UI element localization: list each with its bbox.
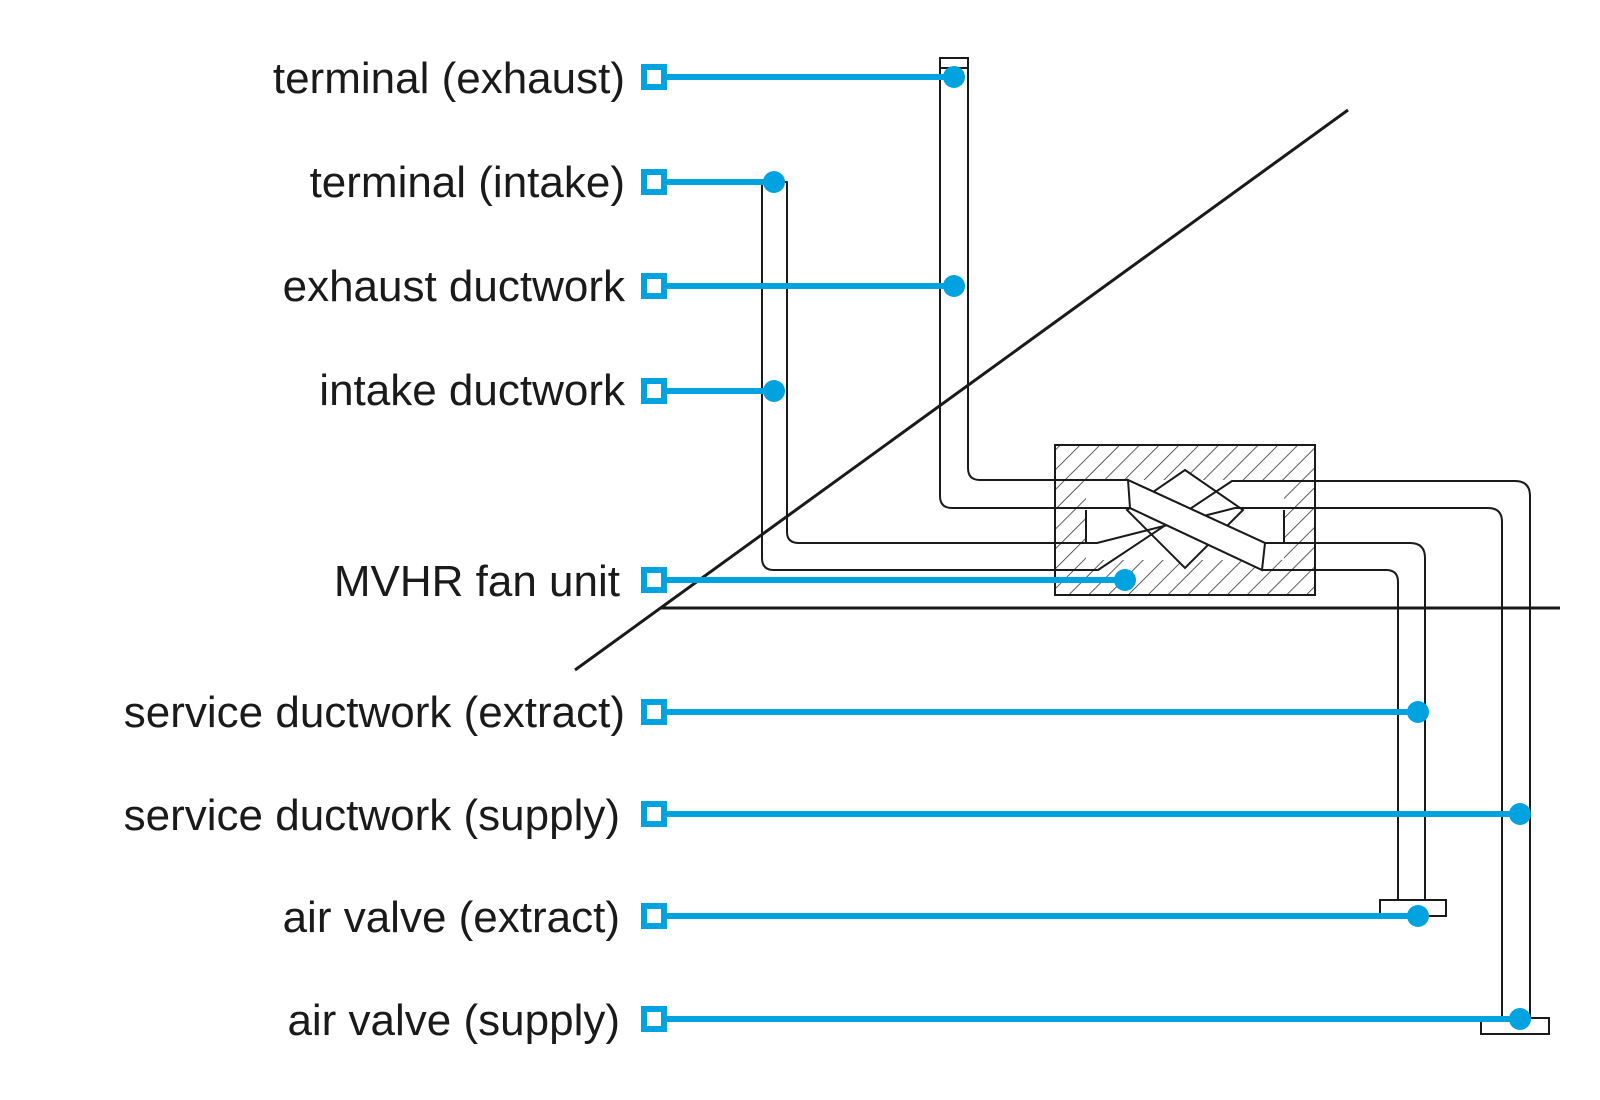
callout-terminal-exhaust: terminal (exhaust): [273, 54, 965, 103]
label-intake-ductwork: intake ductwork: [319, 366, 626, 415]
callout-dot: [943, 275, 965, 297]
marker-square: [641, 699, 667, 725]
label-air-valve-extract: air valve (extract): [283, 893, 620, 942]
label-mvhr-fan-unit: MVHR fan unit: [334, 557, 620, 606]
marker-square: [641, 378, 667, 404]
marker-square: [641, 903, 667, 929]
callout-exhaust-ductwork: exhaust ductwork: [283, 262, 965, 311]
intake-duct: [761, 181, 1531, 1019]
callout-intake-ductwork: intake ductwork: [319, 366, 785, 415]
label-terminal-intake: terminal (intake): [310, 158, 625, 207]
label-terminal-exhaust: terminal (exhaust): [273, 54, 625, 103]
callout-dot: [1509, 803, 1531, 825]
marker-square: [641, 567, 667, 593]
roof-line: [574, 108, 1349, 672]
callout-mvhr-fan-unit: MVHR fan unit: [334, 557, 1136, 606]
marker-square: [641, 64, 667, 90]
callout-dot: [943, 66, 965, 88]
mvhr-fan-unit-casing: [1054, 444, 1316, 596]
marker-square: [641, 801, 667, 827]
marker-square: [641, 169, 667, 195]
callout-dot: [1509, 1008, 1531, 1030]
label-exhaust-ductwork: exhaust ductwork: [283, 262, 626, 311]
callout-dot: [763, 171, 785, 193]
callout-dot: [763, 380, 785, 402]
callout-service-ductwork-supply: service ductwork (supply): [124, 791, 1531, 840]
callout-air-valve-extract: air valve (extract): [283, 893, 1429, 942]
label-air-valve-supply: air valve (supply): [287, 996, 620, 1045]
label-service-ductwork-supply: service ductwork (supply): [124, 791, 620, 840]
marker-square: [641, 1006, 667, 1032]
callout-terminal-intake: terminal (intake): [310, 158, 785, 207]
duct-crossover: [1126, 478, 1267, 572]
marker-square: [641, 273, 667, 299]
callout-dot: [1407, 701, 1429, 723]
callout-dot: [1114, 569, 1136, 591]
callout-service-ductwork-extract: service ductwork (extract): [124, 688, 1429, 737]
callout-air-valve-supply: air valve (supply): [287, 996, 1531, 1045]
label-service-ductwork-extract: service ductwork (extract): [124, 688, 625, 737]
callout-dot: [1407, 905, 1429, 927]
